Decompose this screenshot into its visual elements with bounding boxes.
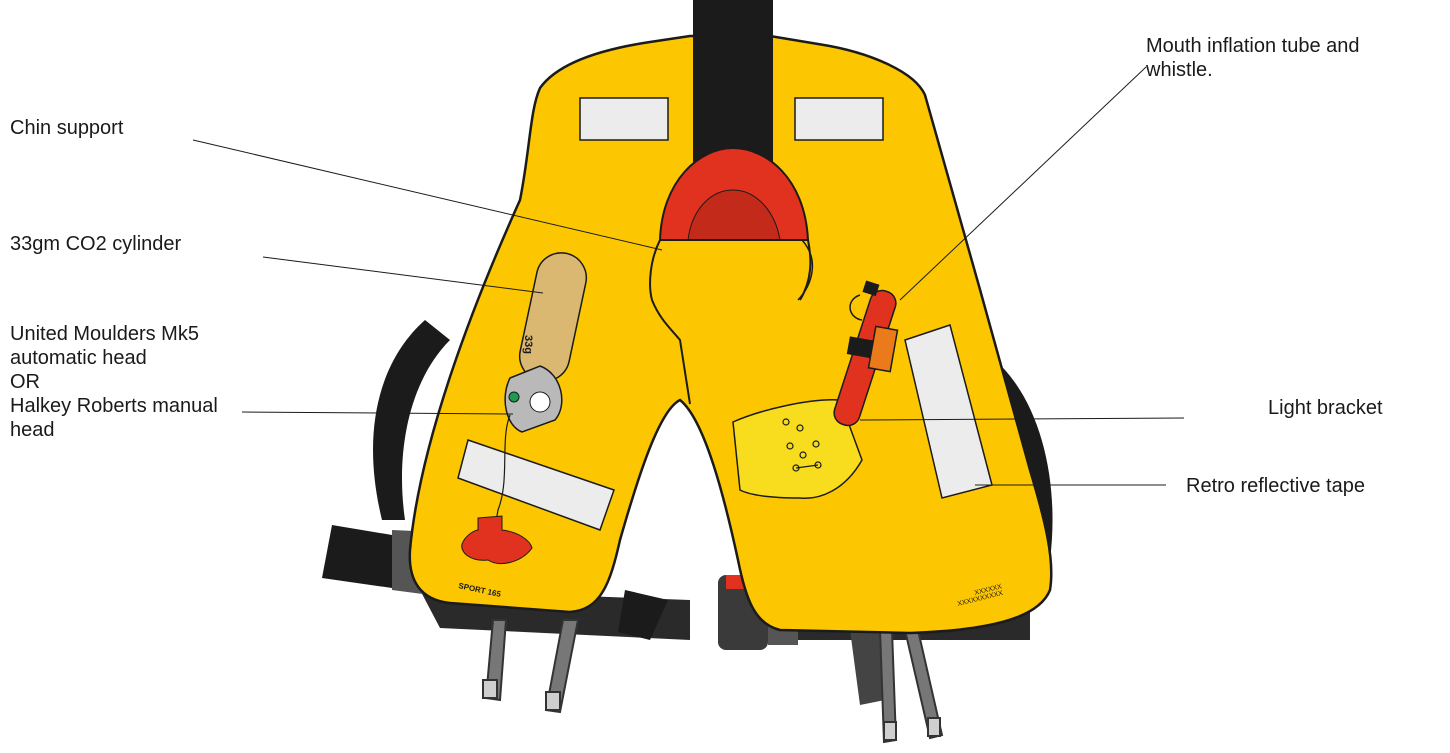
label-co2-cylinder: 33gm CO2 cylinder <box>10 232 181 256</box>
neck-strap <box>693 0 773 170</box>
firing-head-indicator <box>509 392 519 402</box>
label-light-bracket: Light bracket <box>1268 396 1383 420</box>
label-firing-head: United Moulders Mk5 automatic head OR Ha… <box>10 322 218 442</box>
label-mouth-tube-line1: Mouth inflation tube and <box>1146 34 1360 58</box>
label-retro-tape: Retro reflective tape <box>1186 474 1365 498</box>
label-head-line2: automatic head <box>10 346 218 370</box>
label-chin-support: Chin support <box>10 116 123 140</box>
firing-head-cap <box>530 392 550 412</box>
label-head-line5: head <box>10 418 218 442</box>
label-head-line3: OR <box>10 370 218 394</box>
reflective-tape-top-right <box>795 98 883 140</box>
cylinder-size-mark: 33g <box>522 335 534 354</box>
label-head-line4: Halkey Roberts manual <box>10 394 218 418</box>
label-mouth-tube: Mouth inflation tube and whistle. <box>1146 34 1360 82</box>
reflective-tape-top-left <box>580 98 668 140</box>
label-head-line1: United Moulders Mk5 <box>10 322 218 346</box>
label-mouth-tube-line2: whistle. <box>1146 58 1360 82</box>
